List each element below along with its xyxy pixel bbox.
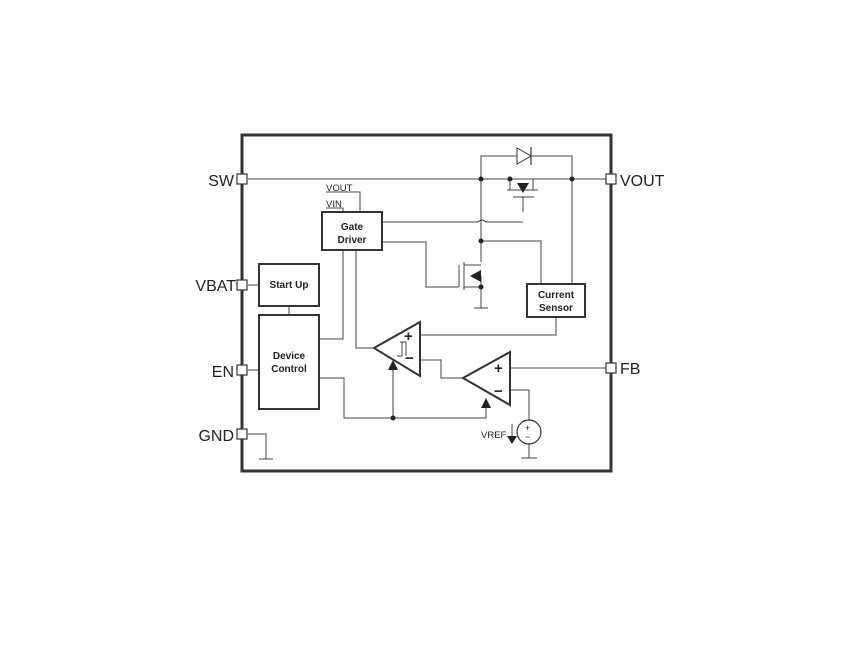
wires [248, 155, 612, 460]
junction-dots [390, 176, 575, 421]
start-up-block: Start Up [258, 263, 320, 307]
vout-input-label: VOUT [326, 183, 353, 194]
gate-driver-block: Gate Driver [321, 211, 383, 251]
pin-en: EN [212, 364, 248, 381]
pin-fb: FB [605, 361, 640, 378]
device-control-label-line2: Control [271, 364, 307, 375]
pin-label-fb: FB [620, 361, 640, 378]
pin-label-gnd: GND [198, 428, 234, 445]
hysteresis-icon [397, 341, 407, 357]
error-amplifier: + − [460, 350, 511, 407]
gate-driver-label-line1: Gate [341, 222, 364, 233]
pin-vbat: VBAT [195, 278, 248, 295]
device-control-block: Device Control [258, 314, 320, 410]
gate-driver-label-line2: Driver [338, 235, 367, 246]
pin-vout: VOUT [605, 173, 665, 190]
pin-label-en: EN [212, 364, 234, 381]
source-plus-sign: + [525, 423, 530, 433]
comparator-minus-sign: − [405, 350, 414, 367]
current-sensor-label-line2: Sensor [539, 303, 573, 314]
hysteresis-comparator: + − [372, 320, 421, 378]
vref-source: + − [516, 419, 542, 445]
pin-sw: SW [208, 173, 248, 190]
diode-symbol [516, 147, 533, 165]
comparator-plus-sign: + [404, 328, 413, 345]
vin-input-label: VIN [326, 199, 342, 210]
pin-label-vout: VOUT [620, 173, 665, 190]
arrowheads [388, 183, 529, 444]
start-up-label: Start Up [270, 280, 309, 291]
package-outline [240, 133, 613, 473]
current-sensor-block: Current Sensor [526, 283, 586, 318]
pin-gnd: GND [198, 428, 248, 445]
amplifier-minus-sign: − [494, 383, 503, 400]
device-control-label-line1: Device [273, 351, 306, 362]
pin-label-sw: SW [208, 173, 235, 190]
amplifier-plus-sign: + [494, 360, 503, 377]
source-minus-sign: − [525, 432, 530, 442]
current-sensor-label-line1: Current [538, 290, 575, 301]
vref-label: VREF [481, 430, 507, 441]
pin-label-vbat: VBAT [195, 278, 236, 295]
